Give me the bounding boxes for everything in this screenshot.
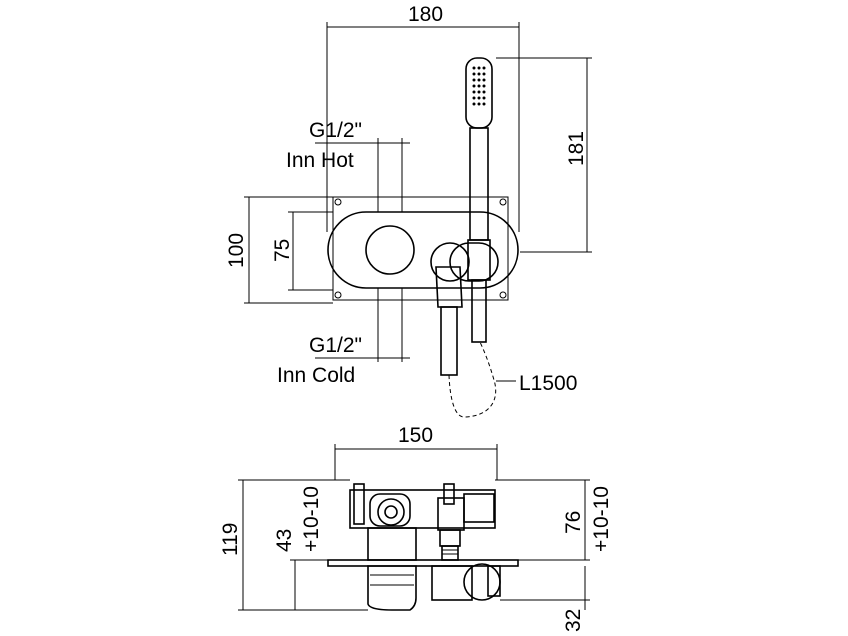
hose-tube	[440, 306, 458, 376]
dim-adj-left-label: +10-10	[300, 486, 323, 552]
hand-shower-collar	[467, 239, 491, 281]
hand-shower-tail	[471, 279, 487, 343]
mount-lug	[353, 483, 365, 525]
hand-shower-handle	[469, 127, 489, 241]
dim-119-label: 119	[219, 523, 242, 556]
holder-pivot	[463, 563, 501, 601]
holder-cap	[487, 565, 501, 597]
mount-lug	[443, 483, 455, 505]
hose-connector	[435, 266, 463, 308]
mixer-knob	[365, 225, 415, 275]
dim-75-label: 75	[271, 239, 294, 262]
holder-bracket	[449, 242, 499, 282]
hose-dashed	[448, 341, 497, 418]
knob-side	[367, 565, 417, 611]
valve-nut-inner	[384, 505, 398, 519]
side-view	[238, 444, 590, 611]
dim-181-label: 181	[565, 131, 588, 166]
dim-adj-right-label: +10-10	[590, 486, 613, 552]
dim-180-label: 180	[408, 3, 443, 26]
cold-thread-label: G1/2"	[309, 334, 362, 357]
mounting-hole	[334, 291, 342, 299]
mounting-hole	[499, 198, 507, 206]
hose-length-label: L1500	[519, 372, 577, 395]
dim-76-label: 76	[562, 511, 585, 534]
dim-43-label: 43	[273, 529, 296, 552]
hot-name-label: Inn Hot	[286, 149, 354, 172]
dim-100-label: 100	[225, 233, 248, 268]
diverter-body	[437, 497, 465, 531]
mounting-hole	[334, 198, 342, 206]
mounting-box	[332, 196, 509, 301]
wall-plate	[327, 559, 519, 567]
valve-cartridge	[369, 493, 411, 527]
spray-nozzles	[472, 66, 486, 106]
valve-body-top	[349, 489, 496, 529]
dim-150-label: 150	[398, 424, 433, 447]
valve-body-lower	[367, 527, 417, 561]
front-view	[244, 22, 592, 418]
diverter-stem	[439, 529, 461, 547]
hose-outlet	[430, 242, 470, 282]
hot-thread-label: G1/2"	[309, 119, 362, 142]
diverter-threads	[441, 545, 459, 561]
valve-nut	[377, 498, 405, 526]
mounting-hole	[499, 291, 507, 299]
cover-plate	[327, 211, 519, 289]
holder-side	[431, 565, 473, 601]
diverter-outlet	[463, 493, 495, 523]
cold-name-label: Inn Cold	[277, 364, 355, 387]
dim-32-label: 32	[562, 609, 585, 632]
